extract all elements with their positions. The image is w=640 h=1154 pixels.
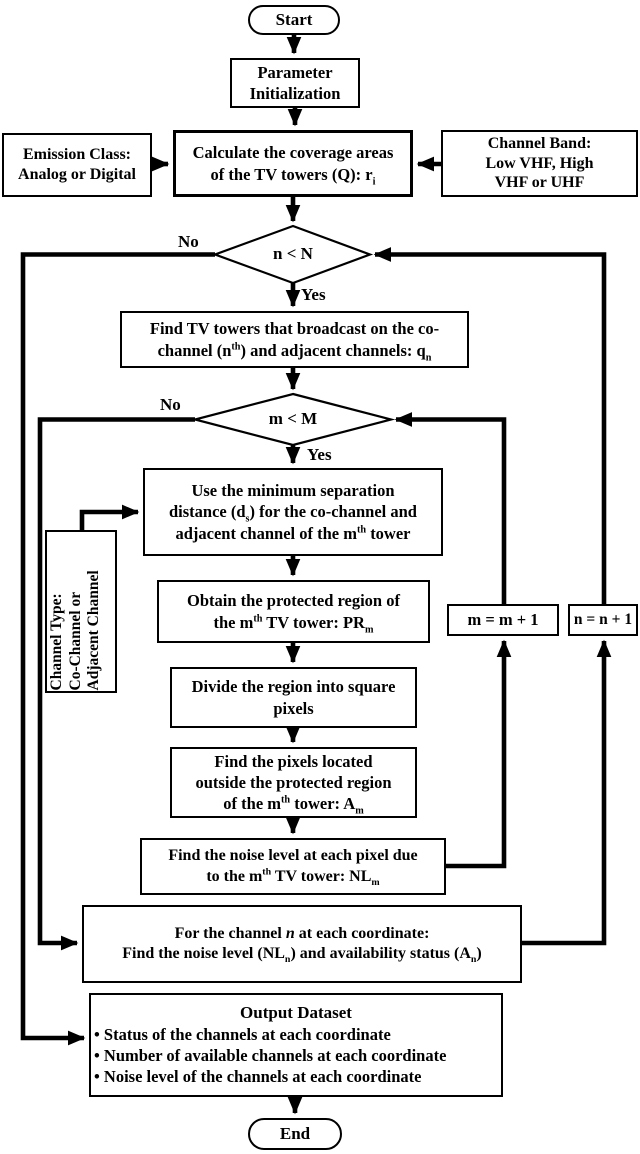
find-towers-box: Find TV towers that broadcast on the co-… <box>120 311 469 368</box>
calculate-coverage-box: Calculate the coverage areas of the TV t… <box>173 130 413 197</box>
channelband-line1: Channel Band: <box>487 135 592 153</box>
output-bullet-status: • Status of the channels at each coordin… <box>94 1025 391 1045</box>
decision-m-no-label: No <box>160 395 181 414</box>
channeltype-line3: Adjacent Channel <box>85 569 103 690</box>
use-min-separation-box: Use the minimum separation distance (ds)… <box>143 468 443 556</box>
usemin-line2: distance (ds) for the co-channel and <box>169 502 417 525</box>
decision-n-label: n < N <box>273 244 313 263</box>
channelband-line3: VHF or UHF <box>494 174 585 192</box>
output-dataset-box: Output Dataset • Status of the channels … <box>89 993 503 1097</box>
start-label: Start <box>275 10 313 30</box>
calculate-line1: Calculate the coverage areas <box>192 143 394 163</box>
output-title: Output Dataset <box>240 1003 352 1023</box>
forchannel-line1: For the channel n at each coordinate: <box>174 924 430 942</box>
findtowers-line1: Find TV towers that broadcast on the co- <box>149 319 440 339</box>
arrow-findnoise-to-minc <box>446 639 512 869</box>
arrow-channeltype-to-usemin <box>79 504 140 531</box>
for-channel-box: For the channel n at each coordinate: Fi… <box>82 905 522 983</box>
findnoise-line1: Find the noise level at each pixel due <box>168 847 418 865</box>
line-minc-to-decision-m <box>394 412 507 604</box>
usemin-line3: adjacent channel of the mth tower <box>175 523 411 543</box>
findtowers-line2: channel (nth) and adjacent channels: qn <box>157 340 432 363</box>
decision-m-label: m < M <box>268 409 318 428</box>
decision-m-yes-label: Yes <box>307 445 332 464</box>
n-increment-label: n = n + 1 <box>573 611 633 629</box>
find-pixels-box: Find the pixels located outside the prot… <box>170 747 417 818</box>
obtain-protected-region-box: Obtain the protected region of the mth T… <box>157 580 430 643</box>
divide-line2: pixels <box>273 698 314 718</box>
channel-band-box: Channel Band: Low VHF, High VHF or UHF <box>441 130 638 197</box>
channel-type-rotated-text: Channel Type: Co-Channel or Adjacent Cha… <box>48 533 114 690</box>
channelband-line2: Low VHF, High <box>485 154 594 172</box>
divide-line1: Divide the region into square <box>191 677 396 697</box>
find-noise-level-box: Find the noise level at each pixel due t… <box>140 838 446 895</box>
channeltype-line2: Co-Channel or <box>66 591 84 690</box>
decision-m-diamond <box>190 392 396 447</box>
start-terminal: Start <box>248 5 340 35</box>
calculate-line2: of the TV towers (Q): ri <box>210 164 376 187</box>
findnoise-line2: to the mth TV tower: NLm <box>206 866 380 888</box>
end-label: End <box>279 1124 311 1144</box>
decision-n-yes-label: Yes <box>301 285 326 304</box>
usemin-line1: Use the minimum separation <box>191 481 395 501</box>
arrow-decision-n-no <box>20 252 215 1046</box>
m-increment-label: m = m + 1 <box>467 610 539 630</box>
obtain-line1: Obtain the protected region of <box>187 591 400 611</box>
n-increment-box: n = n + 1 <box>568 604 638 636</box>
channel-type-box: Channel Type: Co-Channel or Adjacent Cha… <box>45 530 117 693</box>
channeltype-line1: Channel Type: <box>48 592 65 690</box>
line-ninc-to-decision-n <box>373 247 607 604</box>
end-terminal: End <box>248 1118 342 1150</box>
divide-region-box: Divide the region into square pixels <box>170 667 417 728</box>
obtain-line2: the mth TV tower: PRm <box>213 612 374 635</box>
param-line1: Parameter <box>257 62 333 82</box>
findpixels-line2: outside the protected region <box>195 772 392 792</box>
decision-n-no-label: No <box>178 232 199 251</box>
param-line2: Initialization <box>249 84 341 103</box>
decision-n-diamond <box>211 224 374 285</box>
findpixels-line1: Find the pixels located <box>214 751 373 771</box>
emission-line1: Emission Class: <box>22 145 132 163</box>
forchannel-line2: Find the noise level (NLn) and availabil… <box>122 945 482 966</box>
emission-class-box: Emission Class: Analog or Digital <box>2 133 152 197</box>
parameter-initialization-box: Parameter Initialization <box>230 58 360 108</box>
findpixels-line3: of the mth tower: Am <box>223 794 364 817</box>
arrow-forchannel-to-ninc <box>522 639 612 946</box>
emission-line2: Analog or Digital <box>18 166 136 183</box>
m-increment-box: m = m + 1 <box>447 604 559 636</box>
arrow-decision-m-no <box>37 417 195 951</box>
output-bullet-noise: • Noise level of the channels at each co… <box>94 1067 422 1087</box>
output-bullet-number: • Number of available channels at each c… <box>94 1046 447 1066</box>
